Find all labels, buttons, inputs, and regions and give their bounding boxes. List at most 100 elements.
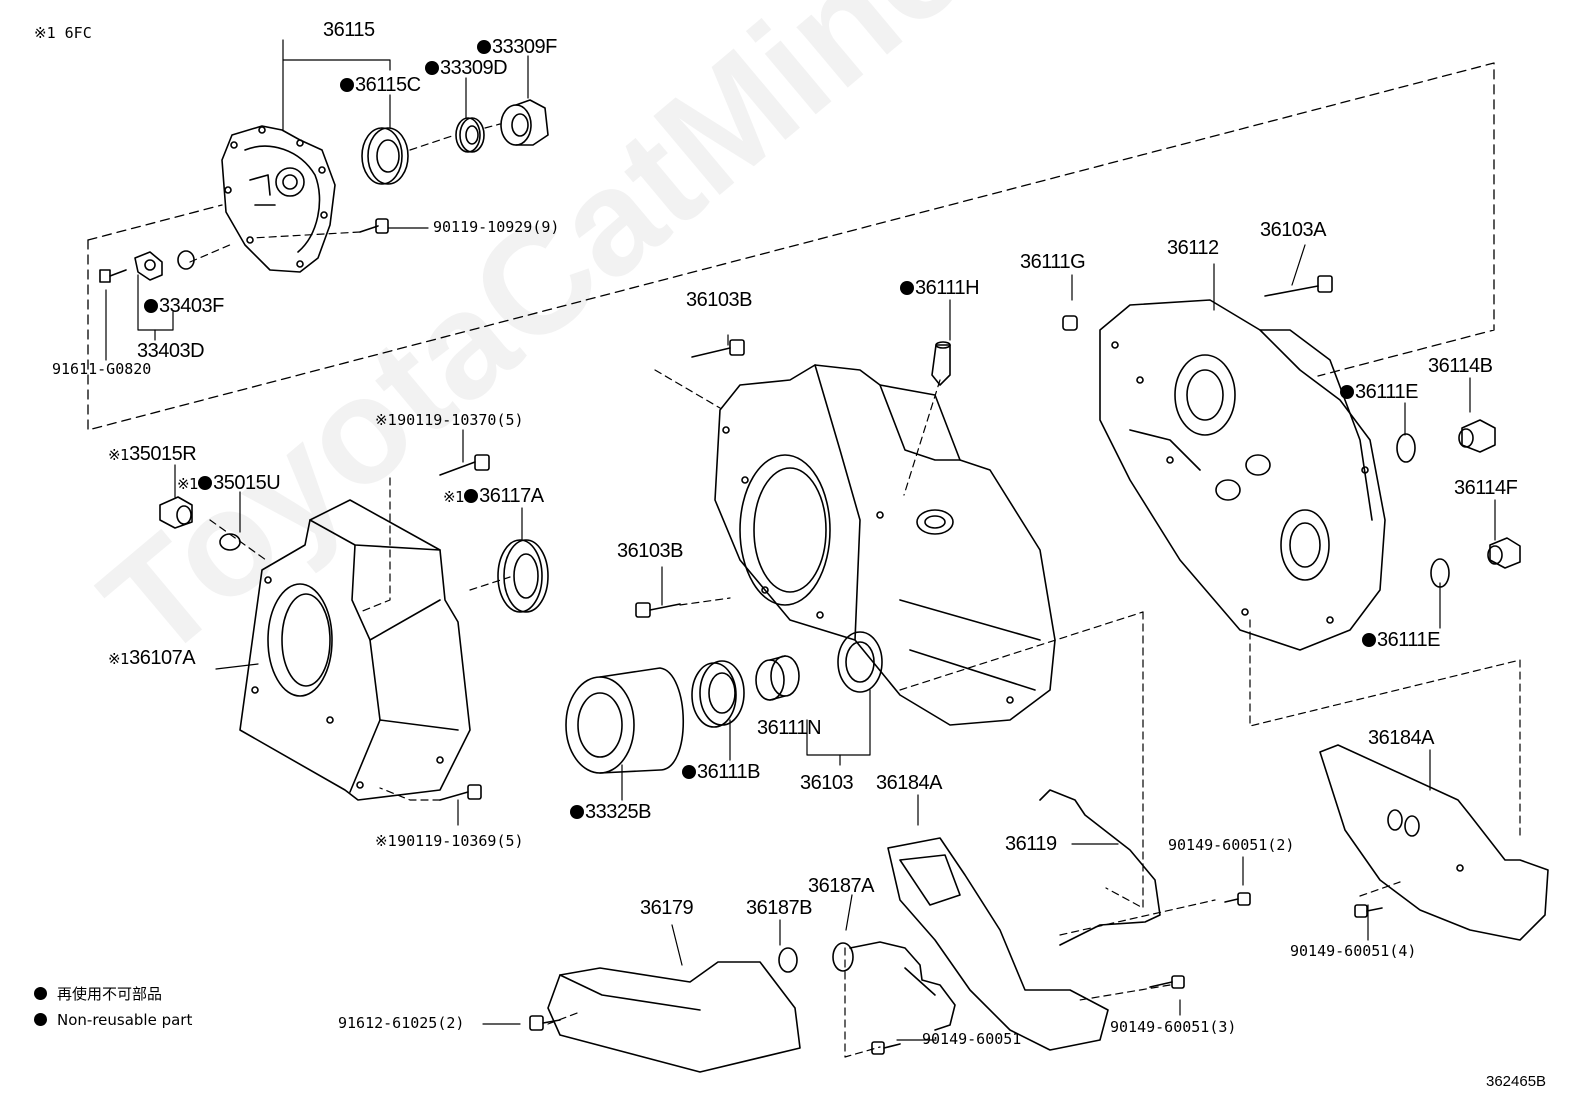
non-reusable-dot-icon <box>570 805 584 819</box>
label-36115c: 36115C <box>340 75 421 95</box>
non-reusable-dot-icon <box>34 1013 47 1026</box>
label-33325b: 33325B <box>570 802 651 822</box>
label-36111e-bot: 36111E <box>1362 630 1441 650</box>
leader-lines <box>105 39 1496 1041</box>
cable-36119 <box>1039 789 1161 946</box>
legend-en: Non-reusable part <box>34 1013 192 1028</box>
label-36114b: 36114B <box>1428 355 1493 377</box>
label-33309d: 33309D <box>425 58 508 78</box>
label-91612-61025: 91612-61025(2) <box>338 1014 465 1032</box>
label-33309f: 33309F <box>477 37 557 57</box>
plug-36114f <box>1487 537 1521 569</box>
non-reusable-dot-icon <box>144 299 158 313</box>
bolt-90119-10370 <box>439 454 490 476</box>
diagram-id: 362465B <box>1486 1073 1547 1090</box>
bolt-90149-3 <box>1149 975 1185 989</box>
transfer-case-36103 <box>714 364 1056 726</box>
label-36115: 36115 <box>323 19 375 41</box>
bushing-36111n <box>755 655 800 701</box>
seal-33309d <box>455 117 485 153</box>
label-36119: 36119 <box>1005 833 1057 855</box>
label-36112: 36112 <box>1167 237 1219 259</box>
label-91611-g0820: 91611-G0820 <box>52 360 152 378</box>
non-reusable-dot-icon <box>682 765 696 779</box>
label-90119-10370: ※190119-10370(5) <box>375 411 524 429</box>
bolt-90149-single <box>871 1041 901 1055</box>
bolt-36103b-top <box>691 339 745 358</box>
bolt-91612 <box>529 1015 561 1031</box>
breather-36111h <box>931 341 951 386</box>
seal-36115c <box>361 127 409 185</box>
label-36184a-right: 36184A <box>1368 727 1434 749</box>
shield-36184a-right <box>1319 744 1549 941</box>
non-reusable-dot-icon <box>198 476 213 490</box>
dashed-group-frame <box>87 62 1495 431</box>
label-90149-60051-4: 90149-60051(4) <box>1290 942 1417 960</box>
o-ring-36187b <box>778 947 798 973</box>
label-36111n: 36111N <box>757 717 822 739</box>
label-33403d: 33403D <box>137 340 205 362</box>
label-36184a-mid: 36184A <box>876 772 942 794</box>
label-90149-60051: 90149-60051 <box>922 1030 1022 1048</box>
label-36107a: ※136107A <box>108 647 196 669</box>
seal-36111b <box>691 660 745 728</box>
bolt-90149-2 <box>1224 892 1251 906</box>
plate-36179 <box>547 961 801 1073</box>
label-33403f: 33403F <box>144 296 224 316</box>
seal-36117a <box>497 539 549 613</box>
label-36111h: 36111H <box>900 278 980 298</box>
gasket-35015u <box>219 533 241 551</box>
bolt-36103a <box>1264 275 1333 297</box>
rear-case-36112 <box>1099 299 1386 651</box>
non-reusable-dot-icon <box>900 281 914 295</box>
label-36179: 36179 <box>640 897 694 919</box>
bracket-33403f <box>134 251 163 281</box>
note-top: ※1 6FC <box>34 24 92 42</box>
non-reusable-dot-icon <box>477 40 491 54</box>
label-35015r: ※135015R <box>108 443 197 465</box>
non-reusable-dot-icon <box>464 489 479 503</box>
non-reusable-dot-icon <box>1340 385 1354 399</box>
bolt-90119-10369 <box>439 784 482 801</box>
assembly-lines <box>189 123 1521 1058</box>
bolt-90119-10929 <box>359 218 389 234</box>
shield-36184a-mid <box>887 837 1109 1051</box>
gasket-36111e-bot <box>1430 558 1450 588</box>
bolt-91611 <box>99 269 127 283</box>
dust-cover-33325b <box>565 667 684 774</box>
non-reusable-dot-icon <box>425 61 439 75</box>
label-36187a: 36187A <box>808 875 874 897</box>
sensor-36187a <box>832 941 956 1031</box>
adapter-housing-36107a <box>239 499 471 801</box>
non-reusable-dot-icon <box>340 78 354 92</box>
label-36111g: 36111G <box>1020 251 1086 273</box>
label-90119-10369: ※190119-10369(5) <box>375 832 524 850</box>
label-36103a: 36103A <box>1260 219 1326 241</box>
plug-35015r <box>159 496 193 529</box>
label-36103b-top: 36103B <box>686 289 752 311</box>
label-90149-60051-2: 90149-60051(2) <box>1168 836 1295 854</box>
label-36103b-mid: 36103B <box>617 540 683 562</box>
label-36111e-top: 36111E <box>1340 382 1419 402</box>
pin-36111g <box>1062 315 1078 331</box>
label-90119-10929: 90119-10929(9) <box>433 218 560 236</box>
non-reusable-dot-icon <box>1362 633 1376 647</box>
label-36103: 36103 <box>800 772 854 794</box>
label-36114f: 36114F <box>1454 477 1518 499</box>
plug-36114b <box>1458 419 1496 453</box>
plug-33309f <box>500 99 549 146</box>
bolt-36103b-mid <box>635 602 681 618</box>
gasket-36111e-top <box>1396 433 1416 463</box>
label-90149-60051-3: 90149-60051(3) <box>1110 1018 1237 1036</box>
non-reusable-dot-icon <box>34 987 47 1000</box>
legend-jp: 再使用不可部品 <box>34 987 162 1002</box>
label-36187b: 36187B <box>746 897 812 919</box>
extension-housing-36115 <box>221 125 336 273</box>
o-ring-small <box>177 250 195 270</box>
label-36111b: 36111B <box>682 762 761 782</box>
bolt-90149-4 <box>1354 904 1383 918</box>
